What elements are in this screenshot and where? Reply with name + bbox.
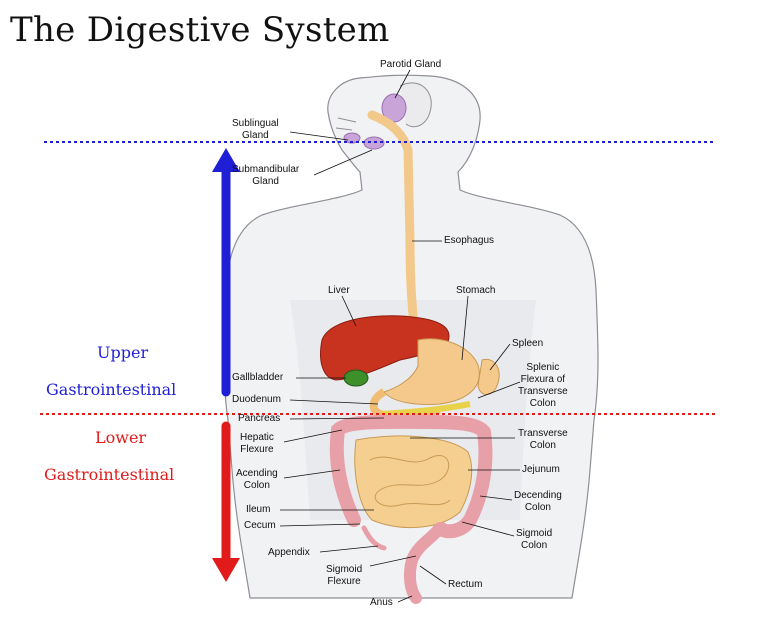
label-parotid-gland: Parotid Gland	[380, 59, 442, 70]
label-rectum: Rectum	[448, 579, 483, 590]
lower-arrow-head	[212, 558, 240, 582]
label-sigmoid-colon: Sigmoid Colon	[516, 528, 552, 552]
label-spleen: Spleen	[512, 338, 544, 349]
label-gallbladder: Gallbladder	[232, 372, 284, 383]
label-anus: Anus	[370, 597, 393, 608]
label-splenic-line1: Splenic	[526, 362, 560, 373]
label-pancreas: Pancreas	[238, 413, 281, 424]
gallbladder	[343, 369, 369, 387]
label-acending-colon: Acending Colon	[236, 468, 278, 492]
label-sigmoid-flexure-line1: Sigmoid	[326, 564, 363, 575]
label-sublingual-gland: Sublingual Gland	[232, 118, 279, 142]
label-cecum: Cecum	[244, 520, 276, 531]
label-hepatic-flexure: Hepatic Flexure	[240, 432, 274, 456]
label-splenic-flexura: Splenic Flexura of Transverse Colon	[518, 362, 568, 410]
label-decending-line2: Colon	[524, 502, 551, 513]
label-splenic-line4: Colon	[529, 398, 556, 409]
label-duodenum: Duodenum	[232, 394, 281, 405]
appendix	[361, 525, 387, 551]
label-splenic-line3: Transverse	[518, 386, 568, 397]
label-ileum: Ileum	[246, 504, 271, 515]
upper-region-sublabel: Gastrointestinal	[46, 380, 177, 399]
label-acending-line1: Acending	[236, 468, 278, 479]
leader-lines	[279, 69, 521, 603]
label-sigmoid-flexure-line2: Flexure	[327, 576, 361, 587]
small-intestine	[354, 435, 473, 529]
stomach	[383, 338, 480, 405]
label-decending-line1: Decending	[514, 490, 562, 501]
page-title: The Digestive System	[10, 10, 390, 50]
label-submandibular-gland: Submandibular Gland	[232, 164, 299, 188]
label-esophagus: Esophagus	[444, 235, 495, 246]
label-sublingual-line1: Sublingual	[232, 118, 279, 129]
label-sublingual-line2: Gland	[242, 130, 269, 141]
upper-arrow-head	[212, 148, 240, 172]
upper-region-label: Upper	[97, 343, 149, 362]
ear	[399, 82, 432, 128]
label-acending-line2: Colon	[243, 480, 270, 491]
label-hepatic-line2: Flexure	[240, 444, 274, 455]
label-submandibular-line1: Submandibular	[232, 164, 300, 175]
lower-region-sublabel: Gastrointestinal	[44, 465, 175, 484]
lower-region-label: Lower	[95, 428, 147, 447]
label-hepatic-line1: Hepatic	[240, 432, 274, 443]
parotid-gland	[381, 93, 407, 123]
label-stomach: Stomach	[456, 285, 496, 296]
label-decending-colon: Decending Colon	[514, 490, 562, 514]
label-transverse-line2: Colon	[529, 440, 556, 451]
label-submandibular-line2: Gland	[252, 176, 279, 187]
label-appendix: Appendix	[268, 547, 310, 558]
rectum	[403, 522, 446, 604]
spleen	[477, 358, 500, 395]
label-splenic-line2: Flexura of	[520, 374, 566, 385]
label-sigmoid-colon-line1: Sigmoid	[516, 528, 553, 539]
label-jejunum: Jejunum	[522, 464, 560, 475]
label-sigmoid-flexure: Sigmoid Flexure	[326, 564, 362, 588]
label-transverse-colon: Transverse Colon	[518, 428, 568, 452]
label-sigmoid-colon-line2: Colon	[521, 540, 548, 551]
label-liver: Liver	[328, 285, 350, 296]
label-transverse-line1: Transverse	[518, 428, 568, 439]
colon	[329, 414, 493, 539]
